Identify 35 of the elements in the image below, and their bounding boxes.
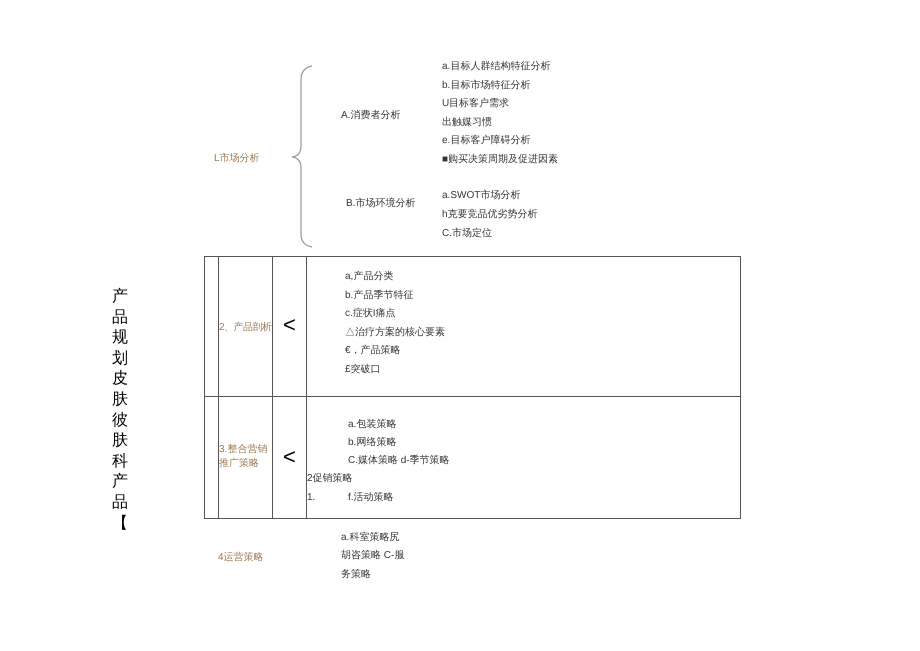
section-heading: 3.整合营销推广策略: [219, 443, 268, 471]
list-item: h克要竞品优劣势分析: [442, 208, 538, 222]
list-item: 务策略: [341, 568, 371, 582]
list-item: e.目标客户障碍分析: [442, 134, 530, 148]
list-item: a,产品分类: [345, 270, 394, 284]
list-item: 1.: [307, 491, 316, 505]
list-item: f.活动策略: [348, 491, 394, 505]
section-heading: 2、产品剖析: [219, 321, 272, 335]
table-row: [204, 396, 741, 519]
section-heading: L市场分析: [214, 152, 260, 166]
list-item: a.科室策略尻: [341, 531, 400, 545]
list-item: €，产品策略: [345, 344, 401, 358]
list-item: A.消费者分析: [341, 109, 400, 123]
list-item: ■购买决策周期及促进因素: [442, 153, 558, 167]
vertical-title: 产品规划皮肤彼肤科产品【: [112, 287, 128, 534]
list-item: U目标客户需求: [442, 97, 510, 111]
bracket-glyph: <: [283, 313, 296, 337]
list-item: b.目标市场特征分析: [442, 79, 530, 93]
list-item: b.产品季节特征: [345, 289, 414, 303]
list-item: C.市场定位: [442, 227, 492, 241]
list-item: C.媒体策略 d-季节策略: [348, 454, 450, 468]
list-item: 2促销策略: [307, 472, 353, 486]
list-item: B.市场环境分析: [346, 197, 416, 211]
list-item: △治疗方案的核心要素: [345, 326, 445, 340]
bracket-glyph: <: [283, 445, 296, 469]
list-item: a.SWOT市场分析: [442, 189, 520, 203]
list-item: a.包装策略: [348, 418, 396, 432]
list-item: £突破口: [345, 363, 381, 377]
section-heading: 4运营策略: [218, 551, 264, 565]
list-item: a.目标人群结构特征分析: [442, 60, 550, 74]
list-item: b.网络策略: [348, 436, 396, 450]
list-item: 胡咨策略 C-服: [341, 549, 404, 563]
table-row: [204, 256, 741, 397]
list-item: 出触媒习惯: [442, 116, 492, 130]
list-item: c.症状I痛点: [345, 307, 396, 321]
